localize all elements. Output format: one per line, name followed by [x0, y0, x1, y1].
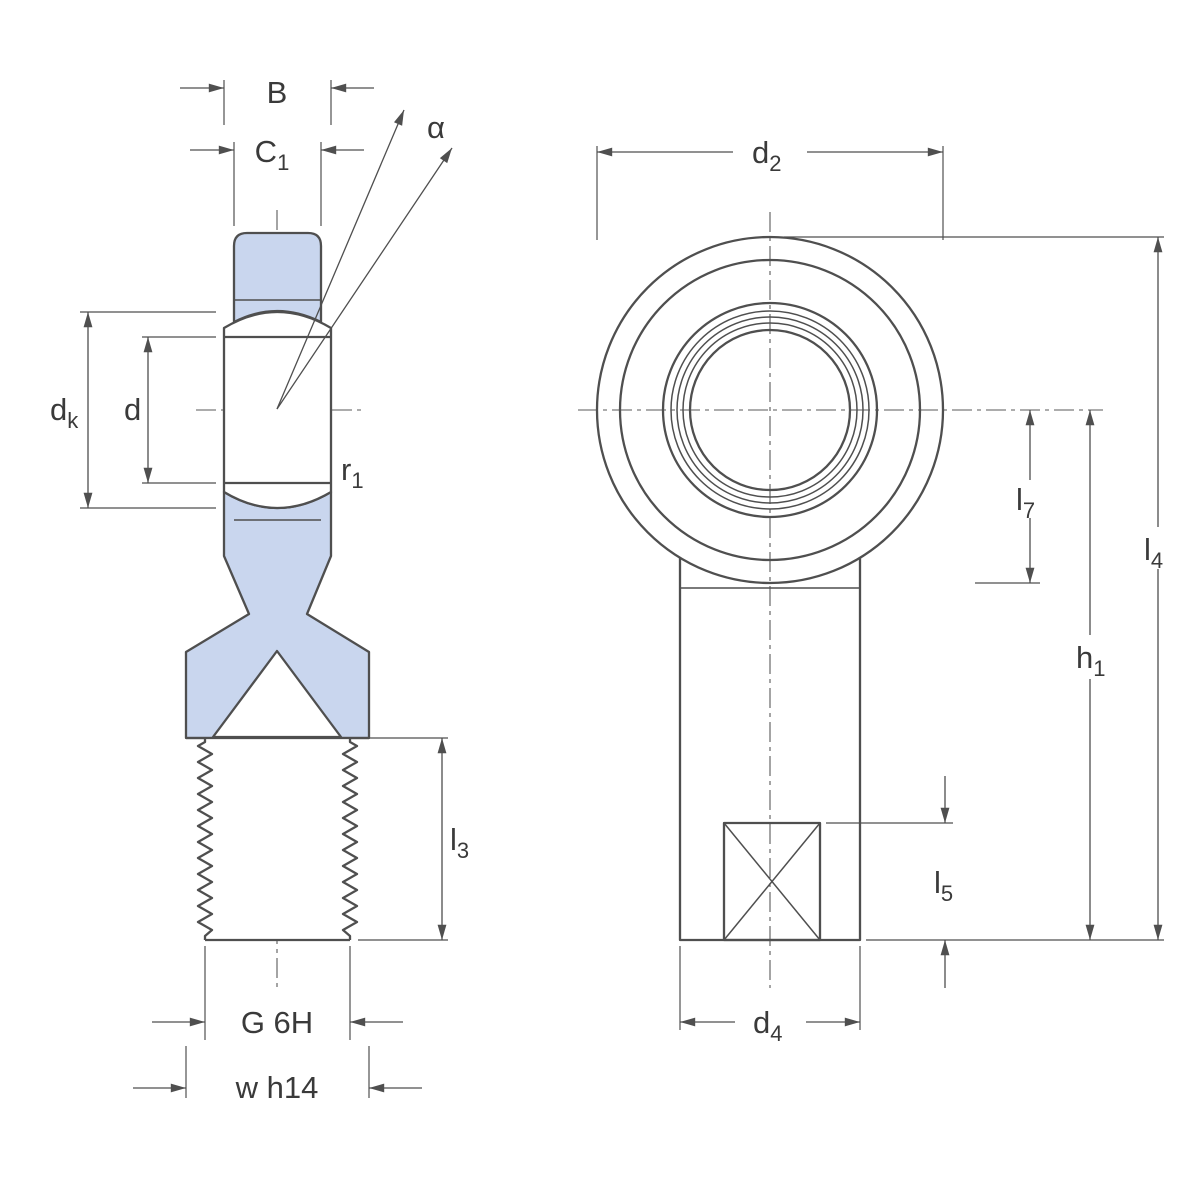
- dim-wh14: w h14: [133, 1046, 422, 1105]
- thread-zigzag-left: [196, 738, 214, 940]
- dim-l7-label: l7: [1016, 482, 1035, 523]
- dim-alpha: α: [276, 109, 453, 410]
- dim-dk: dk: [50, 311, 216, 509]
- dim-G6H-label: G 6H: [241, 1005, 313, 1040]
- bore-thread-ring-1: [670, 310, 870, 510]
- dim-B: B: [180, 75, 374, 125]
- dim-d4-label: d4: [753, 1005, 783, 1046]
- dim-d4: d4: [679, 946, 861, 1046]
- bore-thread-ring-2: [676, 316, 864, 504]
- dim-l4: l4: [784, 236, 1164, 941]
- thread-zigzag-right: [341, 738, 359, 940]
- dim-d2: d2: [596, 135, 944, 240]
- front-view: d2 l4 h1 l7 l5: [578, 135, 1164, 1046]
- wrench-square-symbol: [722, 821, 822, 942]
- head-inner-circle: [618, 258, 922, 562]
- bore-inner-circle: [688, 328, 852, 492]
- bore-thread-ring-3: [682, 322, 858, 498]
- stud-body: [205, 738, 350, 940]
- dim-l7: l7: [975, 410, 1040, 584]
- dim-r1-label: r1: [341, 452, 364, 493]
- dim-dk-label: dk: [50, 392, 79, 433]
- dim-d-label: d: [124, 392, 141, 427]
- dim-G6H: G 6H: [152, 946, 403, 1040]
- ball-section: [222, 310, 333, 510]
- dim-wh14-label: w h14: [235, 1070, 319, 1105]
- dim-d: d: [124, 336, 216, 484]
- dim-h1: h1: [1076, 410, 1106, 940]
- dim-l3: l3: [358, 737, 469, 941]
- bore-outer-circle: [661, 301, 879, 519]
- dim-h1-label: h1: [1076, 640, 1106, 681]
- dim-B-label: B: [267, 75, 288, 110]
- side-view: B C1 α dk d: [50, 75, 469, 1105]
- dim-l5: l5: [826, 776, 953, 988]
- dim-l3-label: l3: [450, 822, 469, 863]
- head-outer-circle: [595, 235, 945, 585]
- dim-alpha-label: α: [427, 110, 445, 145]
- dim-l5-label: l5: [934, 865, 953, 906]
- dim-C1-label: C1: [255, 134, 290, 175]
- housing-cap: [232, 231, 323, 324]
- dim-l4-label: l4: [1144, 532, 1163, 573]
- dim-d2-label: d2: [752, 135, 782, 176]
- dim-C1: C1: [190, 134, 364, 226]
